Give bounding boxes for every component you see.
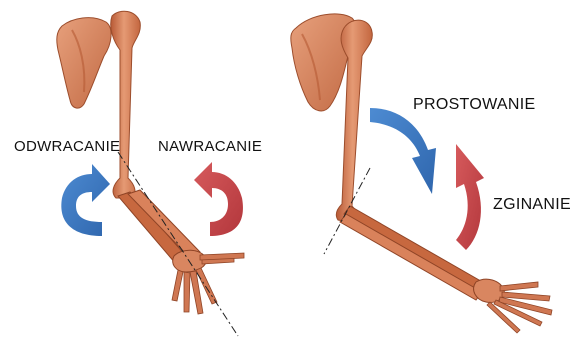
left-scapula — [57, 18, 111, 108]
extension-arrow — [370, 108, 436, 194]
flexion-arrow — [456, 144, 484, 250]
left-humerus — [111, 11, 141, 198]
flexion-label: ZGINANIE — [493, 197, 571, 213]
supination-arrow — [61, 164, 110, 236]
pronation-label: NAWRACANIE — [158, 139, 262, 154]
pronation-arrow — [194, 162, 243, 236]
right-radius — [344, 206, 486, 292]
extension-label: PROSTOWANIE — [413, 97, 535, 113]
right-ulna — [340, 214, 482, 300]
supination-label: ODWRACANIE — [14, 139, 120, 154]
